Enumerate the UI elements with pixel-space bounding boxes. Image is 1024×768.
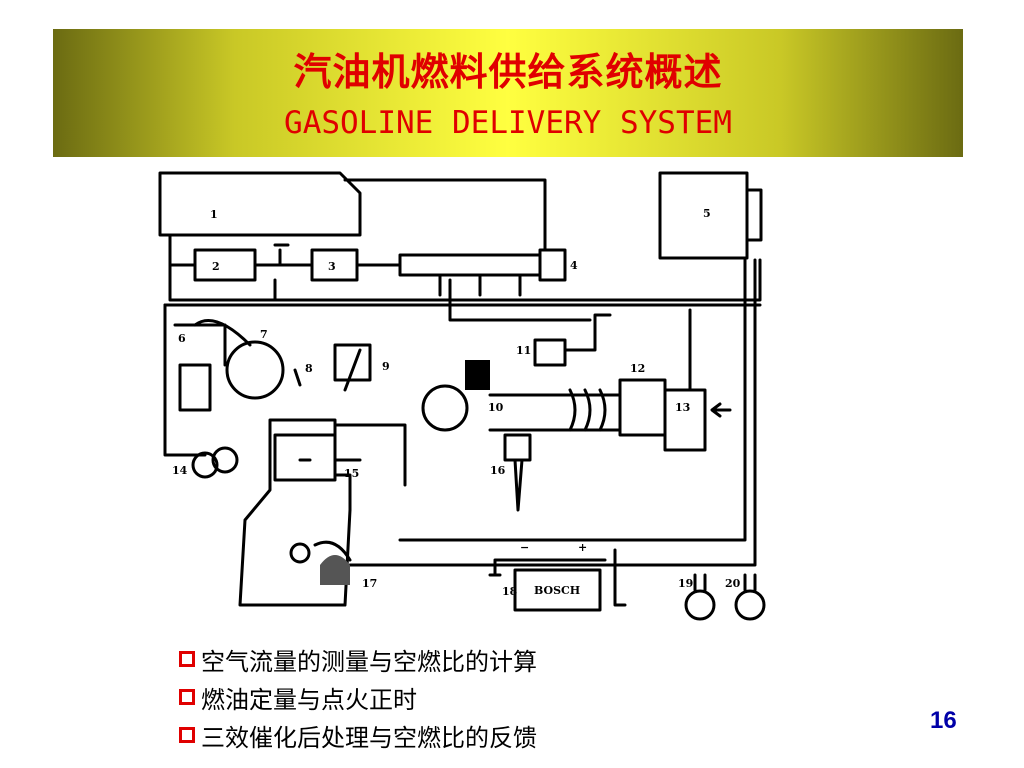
label-7: 7 xyxy=(260,328,268,341)
exhaust-manifold xyxy=(333,423,407,487)
ignition-coil xyxy=(178,363,212,412)
page-title: 汽油机燃料供给系统概述 xyxy=(293,49,723,94)
bullet-list: 空气流量的测量与空燃比的计算 燃油定量与点火正时 三效催化后处理与空燃比的反馈 xyxy=(179,640,537,754)
label-1: 1 xyxy=(210,208,218,221)
air-filter xyxy=(663,388,707,452)
label-9: 9 xyxy=(382,360,390,373)
fuel-rail xyxy=(398,253,542,277)
bullet-text: 三效催化后处理与空燃比的反馈 xyxy=(201,723,537,752)
battery-minus: − xyxy=(520,541,529,554)
bullet-item: 空气流量的测量与空燃比的计算 xyxy=(179,640,537,678)
bullet-text: 空气流量的测量与空燃比的计算 xyxy=(201,647,537,676)
bullet-item: 燃油定量与点火正时 xyxy=(179,678,537,716)
idle-valve xyxy=(333,343,372,382)
distributor xyxy=(225,340,285,400)
bullet-item: 三效催化后处理与空燃比的反馈 xyxy=(179,716,537,754)
label-19: 19 xyxy=(678,577,693,590)
cold-start-injector xyxy=(503,433,532,462)
intake-duct xyxy=(488,393,622,432)
label-5: 5 xyxy=(703,207,711,220)
label-11: 11 xyxy=(516,344,531,357)
bullet-text: 燃油定量与点火正时 xyxy=(201,685,417,714)
label-16: 16 xyxy=(490,464,506,477)
fuel-pump xyxy=(193,248,257,282)
bullet-square-icon xyxy=(179,727,195,743)
label-12: 12 xyxy=(630,362,645,375)
label-10: 10 xyxy=(488,401,504,414)
label-20: 20 xyxy=(725,577,741,590)
throttle-switch xyxy=(533,338,567,367)
intake-plenum xyxy=(421,384,469,432)
fuel-system-diagram: 1 2 3 4 5 6 7 8 9 10 11 12 13 14 15 16 1… xyxy=(158,171,766,621)
label-6: 6 xyxy=(178,332,186,345)
fuel-tank xyxy=(158,171,362,237)
title-banner: 汽油机燃料供给系统概述 GASOLINE DELIVERY SYSTEM xyxy=(53,29,963,157)
label-17: 17 xyxy=(362,577,377,590)
pressure-regulator xyxy=(538,248,567,282)
label-14: 14 xyxy=(172,464,188,477)
page-number: 16 xyxy=(930,707,957,734)
catalyst xyxy=(320,555,350,585)
label-13: 13 xyxy=(675,401,690,414)
piston xyxy=(273,433,337,482)
battery xyxy=(513,568,602,612)
label-15: 15 xyxy=(344,467,359,480)
bullet-square-icon xyxy=(179,651,195,667)
relay-20 xyxy=(734,589,766,621)
crankshaft-icon xyxy=(289,542,311,564)
battery-brand: BOSCH xyxy=(534,584,580,597)
label-3: 3 xyxy=(328,260,336,273)
bullet-square-icon xyxy=(179,689,195,705)
label-8: 8 xyxy=(305,362,313,375)
label-2: 2 xyxy=(212,260,220,273)
air-flow-meter xyxy=(618,378,667,437)
throttle-valve xyxy=(465,360,490,390)
label-18: 18 xyxy=(502,585,518,598)
label-4: 4 xyxy=(570,259,578,272)
page-subtitle: GASOLINE DELIVERY SYSTEM xyxy=(284,105,732,141)
relay-19 xyxy=(684,589,716,621)
battery-plus: + xyxy=(578,541,587,554)
